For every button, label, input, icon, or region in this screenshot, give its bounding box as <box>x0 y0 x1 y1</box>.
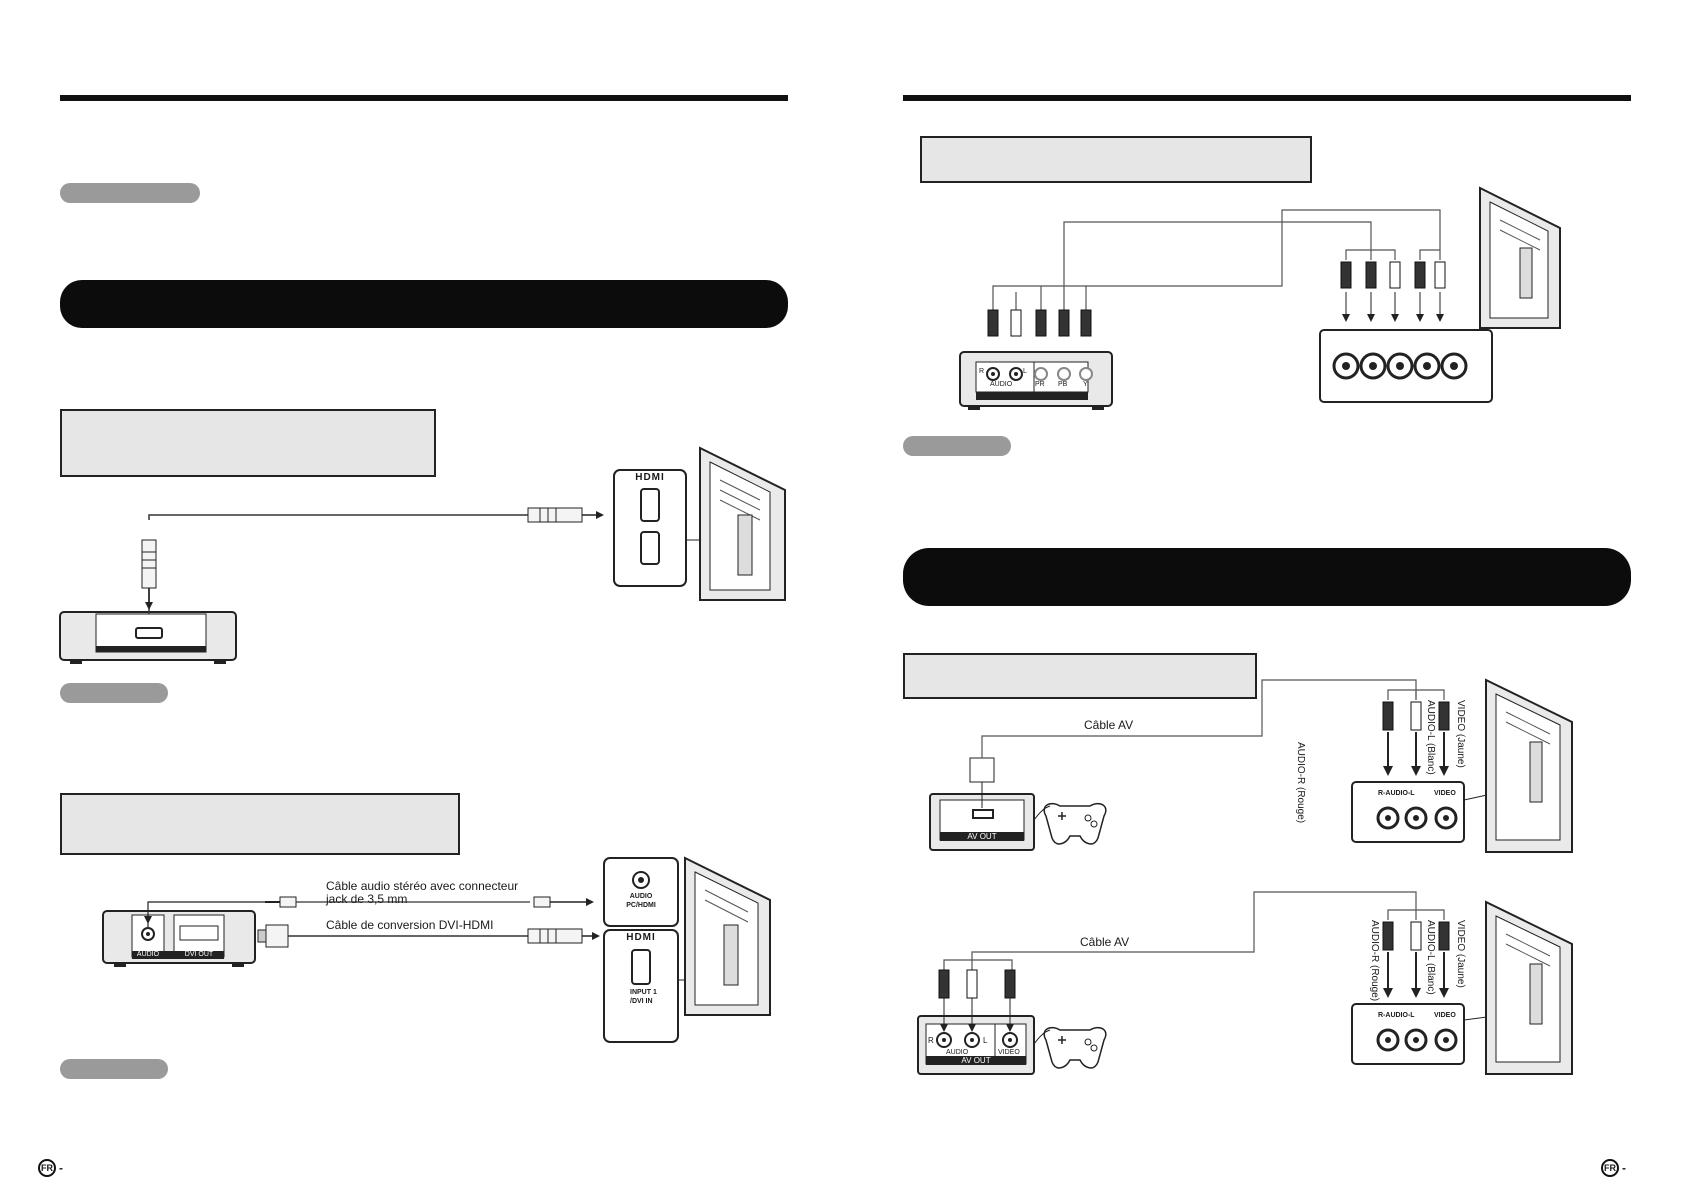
hdmi-plug-vertical <box>141 539 157 610</box>
av2-plug-audio-l-label: AUDIO-L (Blanc) <box>1425 920 1436 995</box>
component-y-label: Y <box>1083 381 1088 388</box>
tv-input1-label-line2: /DVI IN <box>630 998 653 1005</box>
left-page-number: - <box>59 1161 63 1175</box>
av2-tv-corner <box>1485 900 1573 1075</box>
hdmi-tv-port-label: HDMI <box>635 472 665 483</box>
dvi-plug-left <box>257 924 289 948</box>
dvi-device-dvi-label: DVI OUT <box>184 951 214 958</box>
av1-controller-icon <box>1033 802 1107 845</box>
hdmi-heading-box <box>60 409 436 477</box>
tv-audio-port-label-line2: PC/HDMI <box>626 902 656 909</box>
right-page-number: - <box>1622 1161 1626 1175</box>
av2-tv-audio-port-label: R-AUDIO-L <box>1378 1012 1415 1019</box>
av2-device-plugs <box>938 969 1016 1032</box>
right-page-lang-badge: FR <box>1601 1159 1619 1177</box>
component-r-label: R <box>979 368 985 375</box>
dvi-device-audio-label: AUDIO <box>136 951 160 958</box>
audio-jack-plug-right <box>533 896 594 908</box>
tv-input1-label: INPUT 1 <box>630 989 657 996</box>
hdmi-plug-right <box>527 928 600 944</box>
av2-device-audio-label: AUDIO <box>946 1049 969 1056</box>
right-note-pill-1 <box>903 436 1011 456</box>
left-top-rule <box>60 95 788 101</box>
av1-plugs <box>1382 701 1450 776</box>
hdmi-tv-corner <box>699 446 786 601</box>
component-source-device <box>959 351 1113 410</box>
tv-audio-pc-hdmi-panel <box>603 857 679 927</box>
av1-tv-panel <box>1351 781 1511 843</box>
audio-cable-label-line2: jack de 3,5 mm <box>326 892 408 906</box>
left-note-pill-1 <box>60 183 200 203</box>
av2-controller-icon <box>1033 1026 1107 1069</box>
dvi-source-device <box>102 910 256 967</box>
av2-device-r-label: R <box>928 1036 934 1045</box>
av1-tv-audio-port-label: R-AUDIO-L <box>1378 790 1415 797</box>
av2-cable-label: Câble AV <box>1080 935 1130 949</box>
av1-tv-corner <box>1485 678 1573 853</box>
hdmi-source-device <box>59 611 237 664</box>
left-page-lang-badge: FR <box>38 1159 56 1177</box>
right-top-rule <box>903 95 1631 101</box>
component-tv-corner <box>1479 186 1561 329</box>
av1-tv-video-port-label: VIDEO <box>1434 790 1456 797</box>
av2-device-video-label: VIDEO <box>998 1049 1020 1056</box>
av2-device-port-label: AV OUT <box>961 1056 991 1065</box>
av2-plug-audio-r-label: AUDIO-R (Rouge) <box>1369 920 1380 1002</box>
left-note-pill-2 <box>60 683 168 703</box>
component-tv-panel <box>1319 299 1521 403</box>
av-heading-box <box>903 653 1257 699</box>
hdmi-plug-horizontal <box>527 507 604 523</box>
component-pr-label: PR <box>1035 381 1045 388</box>
right-page-tag: FR - <box>1601 1159 1626 1177</box>
av1-device-port-label: AV OUT <box>967 832 997 841</box>
component-audio-label: AUDIO <box>990 381 1013 388</box>
component-heading-box <box>920 136 1312 183</box>
dvi-heading-box <box>60 793 460 855</box>
av2-device-l-label: L <box>983 1036 988 1045</box>
av2-plugs <box>1382 921 1450 998</box>
av2-tv-video-port-label: VIDEO <box>1434 1012 1456 1019</box>
component-tv-plugs <box>1340 261 1446 322</box>
left-section-banner <box>60 280 788 328</box>
left-note-pill-3 <box>60 1059 168 1079</box>
left-page-tag: FR - <box>38 1159 63 1177</box>
dvi-tv-corner <box>684 856 771 1016</box>
av2-tv-panel <box>1351 1003 1511 1065</box>
right-section-banner <box>903 548 1631 606</box>
tv-hdmi-label: HDMI <box>626 932 656 943</box>
component-pb-label: PB <box>1058 381 1068 388</box>
audio-cable-label: Câble audio stéréo avec connecteur <box>326 879 519 893</box>
tv-audio-port-label: AUDIO <box>629 893 653 900</box>
component-l-label: L <box>1023 368 1027 375</box>
component-device-plugs <box>987 309 1092 337</box>
dvi-cable-label: Câble de conversion DVI-HDMI <box>326 918 494 932</box>
av1-cable-label: Câble AV <box>1084 718 1134 732</box>
av2-plug-video-label: VIDEO (Jaune) <box>1455 920 1466 988</box>
av2-source-device <box>917 1015 1035 1075</box>
tv-hdmi-input1-panel <box>603 929 738 1043</box>
hdmi-tv-panel <box>613 469 735 587</box>
